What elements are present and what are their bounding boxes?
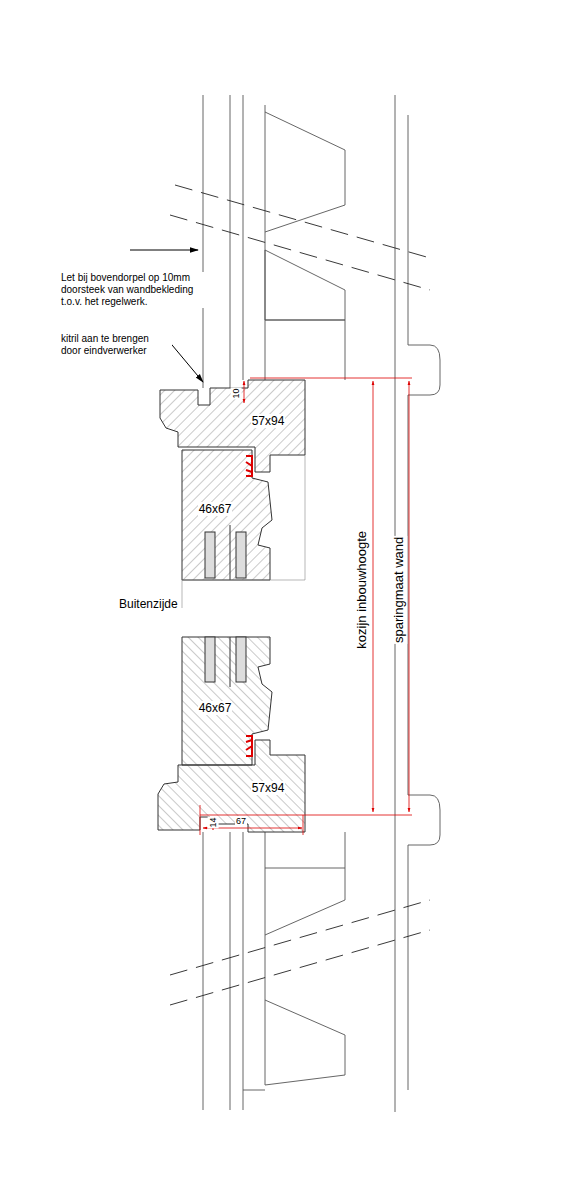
break-lines (170, 185, 430, 1005)
frame-profiles (158, 380, 305, 832)
annotation-note: Let bij bovendorpel op 10mm doorsteek va… (60, 272, 212, 308)
wall-construction (203, 95, 440, 1112)
side-label: Buitenzijde (118, 597, 179, 611)
dimension-value: 67 (235, 816, 247, 827)
dimension-label: kozijn inbouwhoogte (354, 530, 370, 650)
profile-size: 57x94 (251, 414, 286, 428)
profile-size: 57x94 (251, 781, 286, 795)
annotation-note: kitril aan te brengen door eindverwerker (60, 333, 172, 357)
dimension-lines (200, 378, 412, 835)
leader-arrows (130, 250, 203, 382)
profile-size: 46x67 (198, 701, 233, 715)
dimension-label: sparingmaat wand (391, 536, 407, 644)
profile-size: 46x67 (198, 502, 233, 516)
dimension-value: 10 (231, 387, 242, 399)
dimension-value: 14 (208, 816, 219, 828)
